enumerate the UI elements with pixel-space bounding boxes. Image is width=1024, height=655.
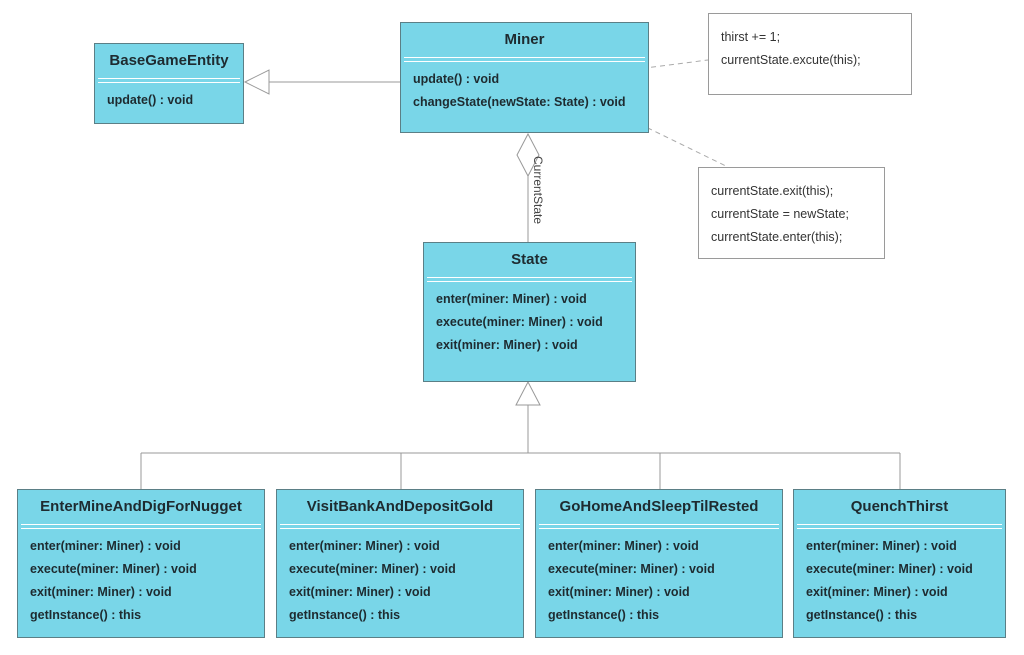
class-name: State: [511, 251, 548, 268]
note-line: currentState.enter(this);: [711, 230, 843, 244]
class-go-home-and-sleep-til-rested: GoHomeAndSleepTilRested enter(miner: Min…: [535, 489, 783, 638]
class-name: Miner: [504, 31, 545, 48]
operation: getInstance() : this: [548, 608, 660, 622]
class-name: QuenchThirst: [850, 498, 949, 515]
note-change-state: currentState.exit(this); currentState = …: [698, 167, 885, 259]
generalization-arrow-state: [515, 380, 541, 406]
class-visit-bank-and-deposit-gold: VisitBankAndDepositGold enter(miner: Min…: [276, 489, 524, 638]
operation: exit(miner: Miner) : void: [548, 585, 690, 599]
generalization-arrow-base: [243, 69, 270, 95]
class-operations: enter(miner: Miner) : void execute(miner…: [277, 529, 523, 627]
class-name: EnterMineAndDigForNugget: [40, 498, 242, 515]
class-operations: enter(miner: Miner) : void execute(miner…: [18, 529, 264, 627]
class-divider: [539, 524, 779, 529]
class-name: VisitBankAndDepositGold: [306, 498, 494, 515]
class-divider: [404, 57, 645, 62]
class-divider: [280, 524, 520, 529]
class-name: BaseGameEntity: [109, 52, 229, 69]
operation: exit(miner: Miner) : void: [806, 585, 948, 599]
operation: execute(miner: Miner) : void: [806, 562, 973, 576]
class-divider: [21, 524, 261, 529]
note-line: currentState.excute(this);: [721, 53, 861, 67]
operation: getInstance() : this: [806, 608, 918, 622]
class-state: State enter(miner: Miner) : void execute…: [423, 242, 636, 382]
operation: enter(miner: Miner) : void: [30, 539, 181, 553]
class-miner: Miner update() : void changeState(newSta…: [400, 22, 649, 133]
operation: exit(miner: Miner) : void: [436, 338, 578, 352]
operation: execute(miner: Miner) : void: [436, 315, 603, 329]
operation: enter(miner: Miner) : void: [289, 539, 440, 553]
operation: exit(miner: Miner) : void: [289, 585, 431, 599]
operation: update() : void: [413, 72, 500, 86]
operation: enter(miner: Miner) : void: [436, 292, 587, 306]
note-line: currentState.exit(this);: [711, 184, 834, 198]
operation: execute(miner: Miner) : void: [30, 562, 197, 576]
operation: execute(miner: Miner) : void: [548, 562, 715, 576]
class-operations: enter(miner: Miner) : void execute(miner…: [794, 529, 1005, 627]
current-state-role-label: CurrentState: [531, 156, 545, 225]
class-enter-mine-and-dig-for-nugget: EnterMineAndDigForNugget enter(miner: Mi…: [17, 489, 265, 638]
class-operations: enter(miner: Miner) : void execute(miner…: [536, 529, 782, 627]
class-name: GoHomeAndSleepTilRested: [559, 498, 759, 515]
class-divider: [98, 78, 240, 83]
operation: getInstance() : this: [30, 608, 142, 622]
class-operations: update() : void: [95, 83, 243, 112]
note-update: thirst += 1; currentState.excute(this);: [708, 13, 912, 95]
operation: enter(miner: Miner) : void: [806, 539, 957, 553]
class-base-game-entity: BaseGameEntity update() : void: [94, 43, 244, 124]
class-divider: [427, 277, 632, 282]
class-operations: update() : void changeState(newState: St…: [401, 62, 648, 114]
class-divider: [797, 524, 1002, 529]
operation: exit(miner: Miner) : void: [30, 585, 172, 599]
aggregation-diamond: [516, 132, 540, 178]
note-line: thirst += 1;: [721, 30, 781, 44]
operation: changeState(newState: State) : void: [413, 95, 626, 109]
operation: update() : void: [107, 93, 194, 107]
class-quench-thirst: QuenchThirst enter(miner: Miner) : void …: [793, 489, 1006, 638]
class-operations: enter(miner: Miner) : void execute(miner…: [424, 282, 635, 357]
operation: getInstance() : this: [289, 608, 401, 622]
operation: enter(miner: Miner) : void: [548, 539, 699, 553]
operation: execute(miner: Miner) : void: [289, 562, 456, 576]
note-line: currentState = newState;: [711, 207, 849, 221]
